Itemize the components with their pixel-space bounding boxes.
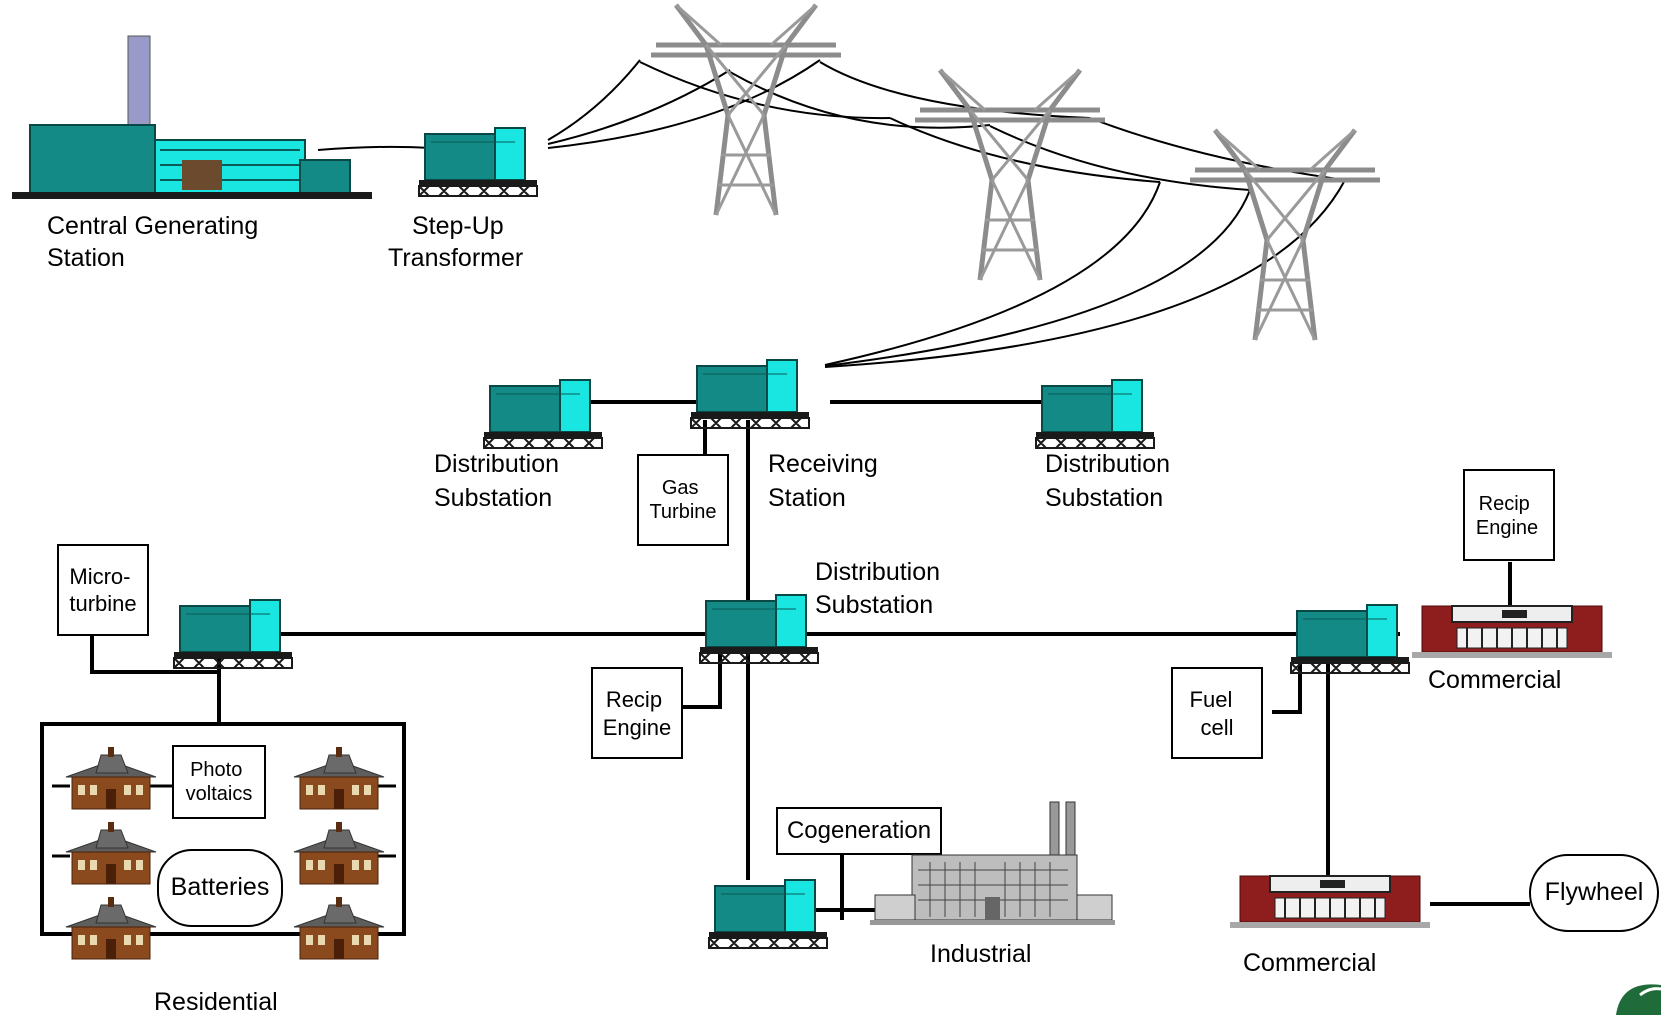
factory-icon bbox=[870, 801, 1115, 925]
recip-engine-center-label: Recip Engine bbox=[603, 687, 672, 740]
commercial-building-bottom-icon bbox=[1229, 875, 1431, 929]
industrial-label: Industrial bbox=[930, 940, 1031, 968]
transmission-tower-icon bbox=[651, 5, 841, 215]
distribution-transformer-left-icon bbox=[173, 599, 293, 669]
receiving-station-icon bbox=[690, 359, 810, 429]
receiving-station-label: Receiving Station bbox=[768, 450, 885, 512]
commercial-top-label: Commercial bbox=[1428, 666, 1561, 694]
gas-turbine-box bbox=[637, 454, 729, 546]
batteries-box bbox=[157, 849, 283, 927]
dist-sub-right-label: Distribution Substation bbox=[1045, 450, 1177, 512]
flywheel-box bbox=[1529, 854, 1659, 932]
step-up-transformer-icon bbox=[418, 127, 538, 197]
transmission-tower-icon bbox=[915, 70, 1105, 280]
distribution-substation-center-icon bbox=[699, 594, 819, 664]
recip-engine-right-box bbox=[1463, 469, 1555, 561]
commercial-bottom-label: Commercial bbox=[1243, 949, 1376, 977]
transmission-tower-icon bbox=[1190, 130, 1380, 340]
distribution-substation-left-icon bbox=[483, 379, 603, 449]
power-plant-icon bbox=[12, 35, 372, 199]
dist-sub-center-label: Distribution Substation bbox=[815, 558, 947, 619]
sub-feeders bbox=[590, 400, 1045, 603]
distribution-transformer-right-icon bbox=[1290, 604, 1410, 674]
recip-engine-center-box bbox=[591, 667, 683, 759]
transmission-lines bbox=[317, 59, 1346, 368]
flywheel-label: Flywheel bbox=[1545, 878, 1644, 906]
photovoltaics-label: Photo voltaics bbox=[186, 759, 253, 805]
recip-engine-right-label: Recip Engine bbox=[1476, 493, 1538, 539]
fuel-cell-label: Fuel cell bbox=[1190, 687, 1239, 740]
photovoltaics-box bbox=[172, 745, 266, 819]
commercial-building-top-icon bbox=[1411, 605, 1613, 659]
cogeneration-label: Cogeneration bbox=[787, 817, 931, 844]
cogeneration-box bbox=[776, 807, 942, 855]
micro-turbine-label: Micro- turbine bbox=[69, 564, 136, 616]
dist-sub-left-label: Distribution Substation bbox=[434, 450, 566, 512]
industrial-transformer-icon bbox=[708, 879, 828, 949]
batteries-label: Batteries bbox=[171, 873, 270, 901]
gas-turbine-label: Gas Turbine bbox=[649, 477, 716, 523]
central-station-label: Central Generating Station bbox=[47, 212, 265, 272]
residential-label: Residential bbox=[154, 988, 278, 1016]
micro-turbine-box bbox=[57, 544, 149, 636]
logo-icon bbox=[1616, 984, 1661, 1015]
fuel-cell-box bbox=[1171, 667, 1263, 759]
step-up-transformer-label: Step-Up Transformer bbox=[388, 212, 523, 272]
distribution-bus bbox=[90, 562, 1530, 920]
distribution-substation-right-icon bbox=[1035, 379, 1155, 449]
